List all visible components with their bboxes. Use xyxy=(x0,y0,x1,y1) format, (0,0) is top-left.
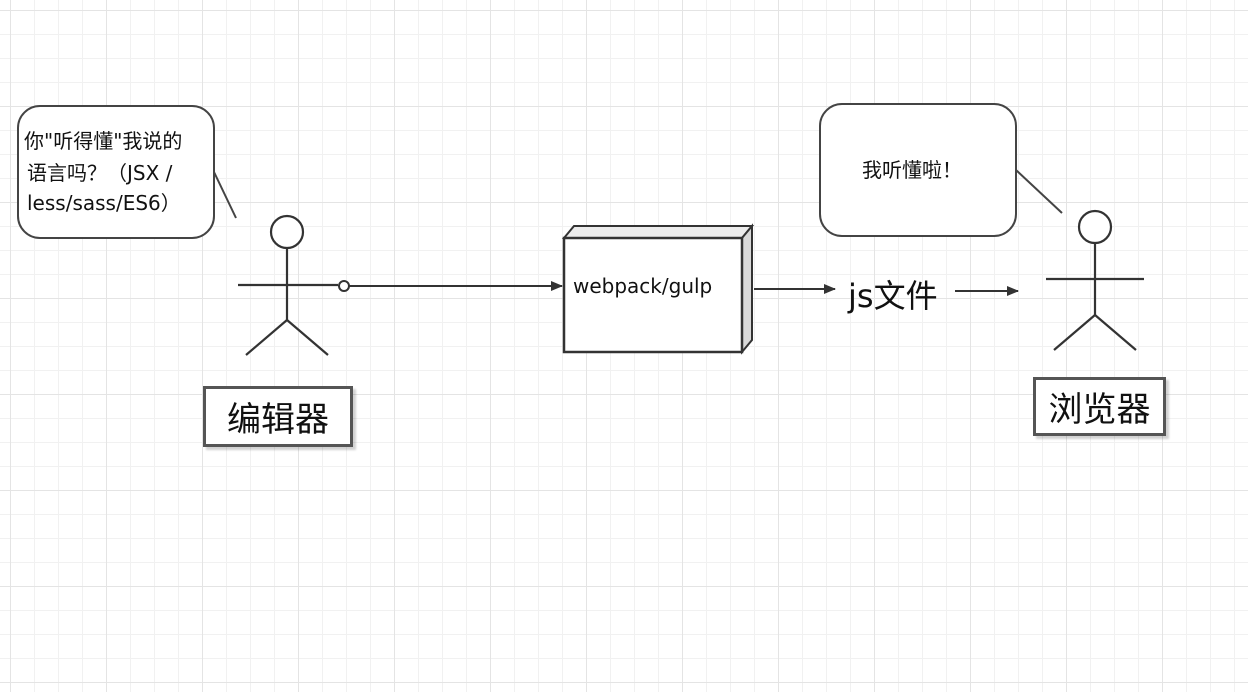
tool-box-3d xyxy=(561,223,755,355)
right-bubble-text: 我听懂啦！ xyxy=(862,158,962,182)
left-bubble-line-2: 语言吗？（JSX / xyxy=(27,161,173,185)
left-bubble-line-3: less/sass/ES6） xyxy=(27,191,181,215)
editor-actor-head xyxy=(269,214,305,250)
tool-box-label: webpack/gulp xyxy=(573,274,713,298)
left-bubble-tail xyxy=(213,171,237,219)
browser-actor-head xyxy=(1077,209,1113,245)
browser-name-box: 浏览器 xyxy=(1033,377,1166,436)
right-bubble-tail xyxy=(1015,169,1063,214)
output-file-label: js文件 xyxy=(848,277,938,315)
browser-name-label: 浏览器 xyxy=(1048,390,1151,430)
connector-start-dot xyxy=(338,280,350,292)
editor-name-label: 编辑器 xyxy=(227,400,329,440)
left-bubble-line-1: 你"听得懂"我说的 xyxy=(24,129,183,153)
editor-actor-figure xyxy=(238,214,338,356)
editor-name-box: 编辑器 xyxy=(203,386,353,447)
browser-actor-figure xyxy=(1046,209,1144,351)
